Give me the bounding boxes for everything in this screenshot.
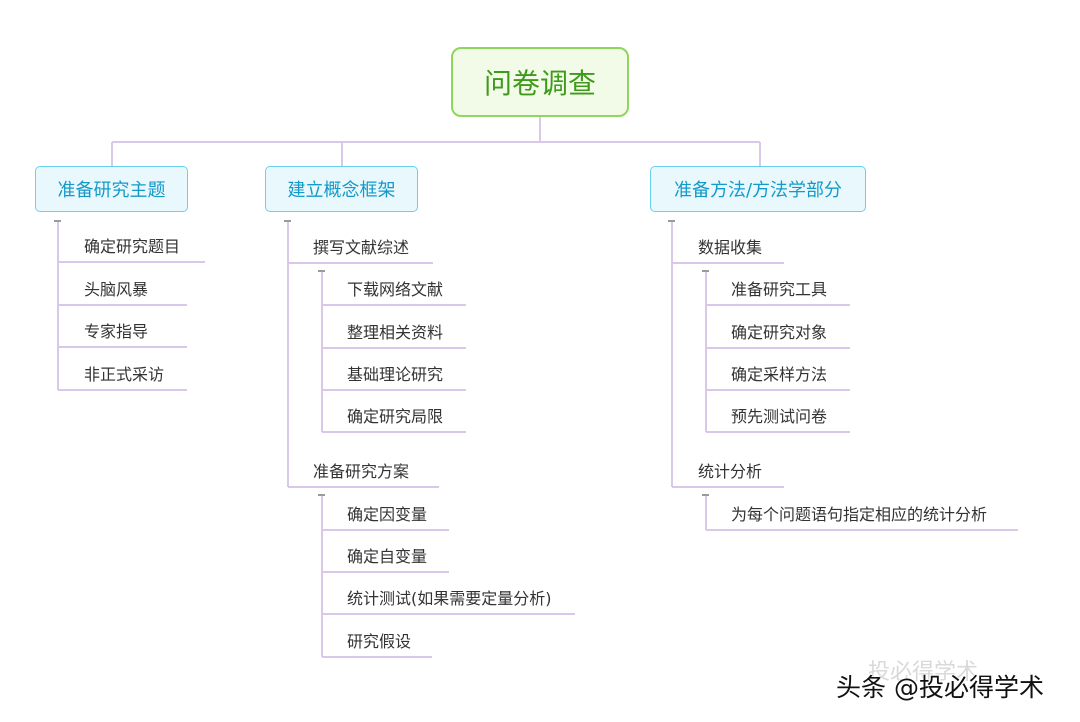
topic-item[interactable]: 预先测试问卷 (731, 407, 828, 426)
topic-item[interactable]: 基础理论研究 (347, 365, 444, 384)
collapse-toggle-b3[interactable] (668, 220, 675, 222)
topic-item[interactable]: 头脑风暴 (84, 280, 149, 299)
topic-item[interactable]: 统计测试(如果需要定量分析) (347, 589, 552, 608)
topic-item[interactable]: 确定采样方法 (731, 365, 828, 384)
topic-item[interactable]: 确定因变量 (347, 505, 428, 524)
topic-item[interactable]: 确定研究对象 (731, 323, 828, 342)
topic-item[interactable]: 专家指导 (84, 322, 149, 341)
topic-item[interactable]: 确定研究局限 (347, 407, 444, 426)
topic-item[interactable]: 确定自变量 (347, 547, 428, 566)
subtopic-title[interactable]: 统计分析 (698, 462, 763, 481)
subtopic-title[interactable]: 撰写文献综述 (313, 238, 410, 257)
watermark-ghost: 投必得学术 (868, 660, 979, 685)
branch-topic-2[interactable]: 建立概念框架 (265, 166, 418, 212)
collapse-toggle-b3g1[interactable] (702, 270, 709, 272)
collapse-toggle-b2g2[interactable] (318, 494, 325, 496)
topic-item[interactable]: 准备研究工具 (731, 280, 828, 299)
root-topic[interactable]: 问卷调查 (451, 47, 629, 117)
topic-item[interactable]: 整理相关资料 (347, 323, 444, 342)
topic-item[interactable]: 研究假设 (347, 632, 412, 651)
collapse-toggle-b1[interactable] (54, 220, 61, 222)
collapse-toggle-b2g1[interactable] (318, 270, 325, 272)
topic-item[interactable]: 非正式采访 (84, 365, 165, 384)
topic-item[interactable]: 下载网络文献 (347, 280, 444, 299)
subtopic-title[interactable]: 准备研究方案 (313, 462, 410, 481)
topic-item[interactable]: 为每个问题语句指定相应的统计分析 (731, 505, 988, 524)
subtopic-title[interactable]: 数据收集 (698, 238, 763, 257)
collapse-toggle-b3g2[interactable] (702, 494, 709, 496)
topic-item[interactable]: 确定研究题目 (84, 237, 181, 256)
collapse-toggle-b2[interactable] (284, 220, 291, 222)
watermark-text: 头条 @投必得学术 (836, 673, 1044, 702)
branch-topic-1[interactable]: 准备研究主题 (35, 166, 188, 212)
branch-topic-3[interactable]: 准备方法/方法学部分 (650, 166, 866, 212)
